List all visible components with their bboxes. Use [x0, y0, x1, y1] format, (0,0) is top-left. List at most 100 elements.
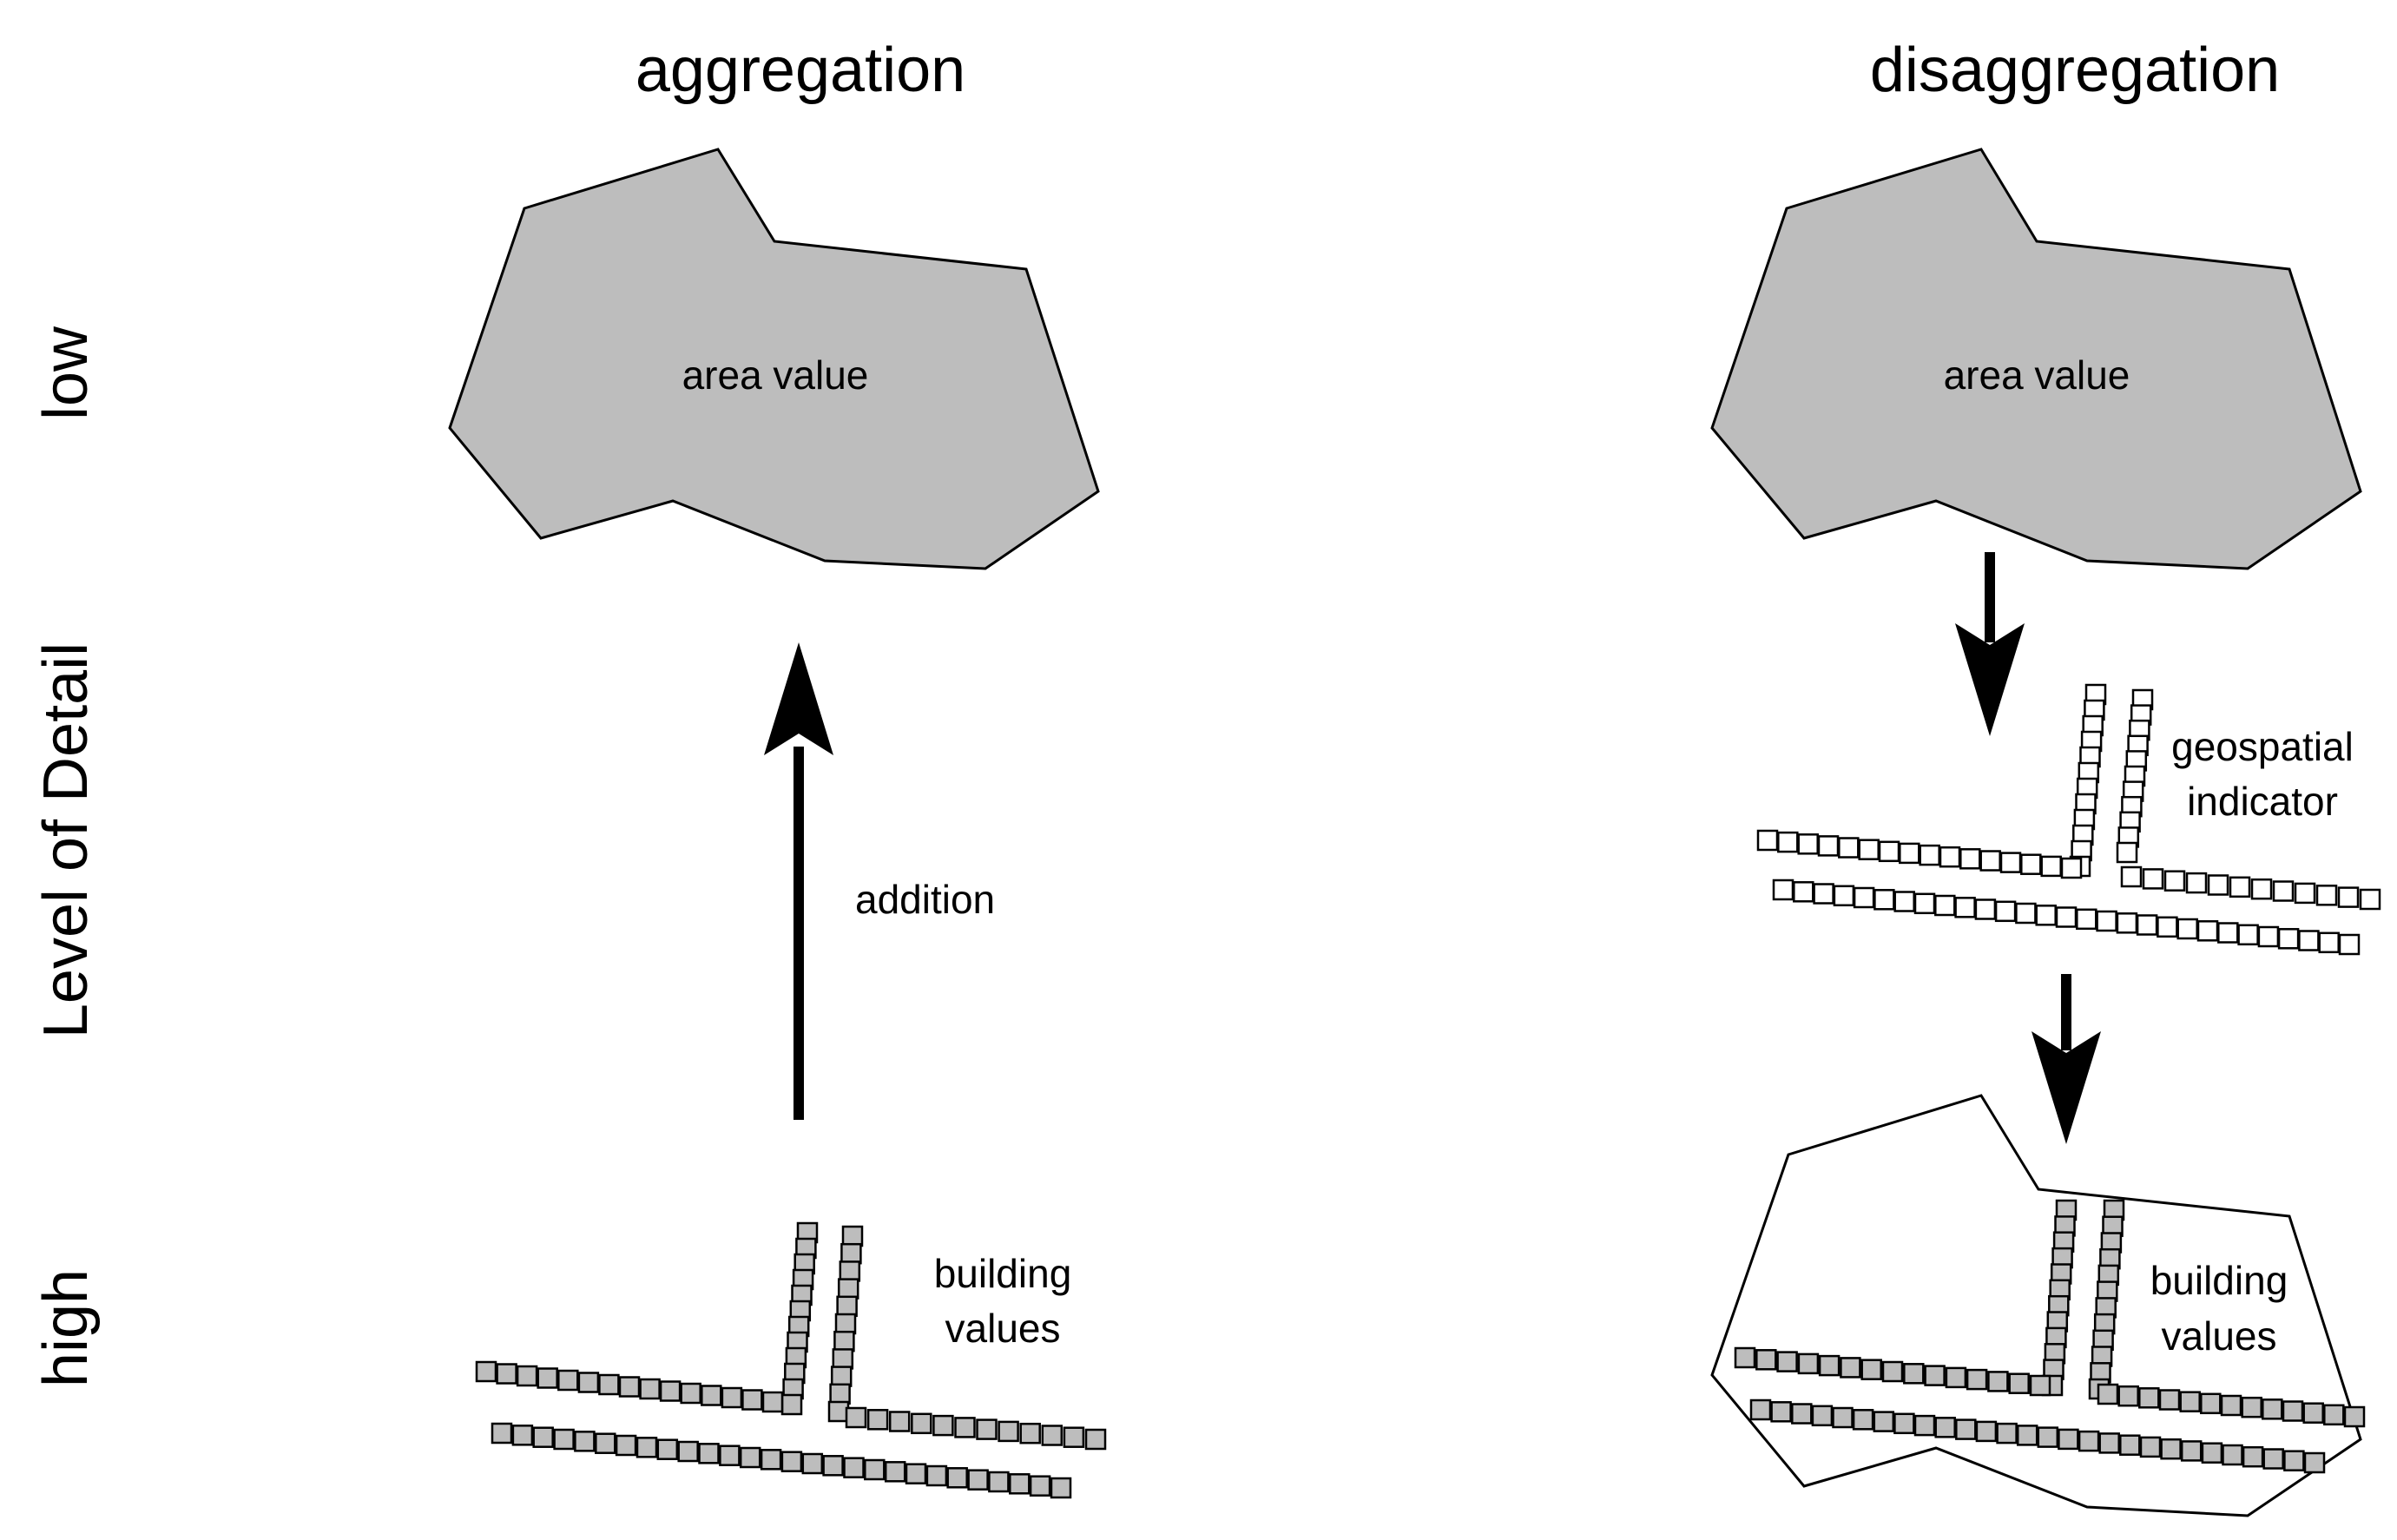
building-square	[840, 1242, 862, 1265]
building-square	[2359, 888, 2381, 911]
building-square	[2217, 922, 2239, 944]
building-square	[2298, 930, 2320, 951]
building-square	[1797, 833, 1819, 855]
building-square	[2257, 925, 2280, 948]
building-square	[2200, 1392, 2222, 1415]
building-square	[2136, 914, 2158, 936]
building-square	[2020, 853, 2042, 875]
geospatial-indicator-label-1: geospatial	[2171, 724, 2354, 769]
building-square	[801, 1452, 824, 1475]
building-square	[1050, 1477, 1072, 1499]
building-square	[1996, 1422, 2018, 1445]
building-square	[2029, 1374, 2051, 1397]
building-square	[884, 1461, 906, 1483]
building-square	[532, 1426, 554, 1448]
building-square	[639, 1378, 661, 1400]
building-square	[822, 1455, 844, 1477]
building-square	[1945, 1366, 1967, 1389]
building-square	[2196, 920, 2219, 942]
building-square	[719, 1445, 741, 1466]
building-square	[967, 1469, 989, 1491]
building-square	[721, 1386, 743, 1409]
area-value-label-right: area value	[1944, 352, 2130, 398]
building-square	[2283, 1450, 2305, 1471]
building-square	[1975, 1420, 1998, 1443]
building-square	[1924, 1365, 1946, 1386]
building-square	[1818, 1354, 1841, 1377]
building-square	[2179, 1391, 2201, 1412]
building-square	[1791, 1403, 1813, 1425]
building-square	[1955, 1418, 1977, 1440]
building-square	[2098, 1432, 2120, 1454]
building-square	[1934, 894, 1956, 917]
axis-title: Level of Detail	[31, 642, 101, 1038]
axis-high-label: high	[31, 1269, 101, 1387]
building-square	[1934, 1417, 1956, 1438]
building-square	[1858, 839, 1880, 860]
building-square	[780, 1451, 803, 1472]
building-square	[574, 1431, 596, 1452]
building-square	[1881, 1360, 1904, 1383]
building-square	[864, 1458, 886, 1481]
title-disaggregation: disaggregation	[1870, 36, 2280, 105]
building-square	[2138, 1387, 2160, 1409]
building-square	[2220, 1394, 2242, 1417]
building-square	[2343, 1405, 2366, 1428]
building-square	[1873, 889, 1895, 911]
building-square	[1878, 840, 1900, 863]
building-square	[516, 1365, 538, 1387]
building-square	[698, 1443, 720, 1464]
building-square	[998, 1420, 1019, 1443]
building-square	[2323, 1404, 2345, 1426]
building-square	[553, 1428, 575, 1451]
building-square	[1913, 892, 1936, 915]
building-square	[598, 1373, 620, 1396]
building-square	[2119, 1434, 2141, 1456]
building-square	[2185, 872, 2208, 894]
building-square	[1009, 1473, 1031, 1495]
building-square	[475, 1360, 497, 1383]
building-squares-right	[1734, 1199, 2366, 1474]
building-square	[2158, 1389, 2181, 1411]
building-square	[1029, 1475, 1051, 1497]
building-square	[839, 1260, 861, 1282]
building-square	[1811, 1405, 1834, 1427]
building-square	[2318, 931, 2340, 954]
building-square	[537, 1367, 558, 1389]
building-square	[1873, 1411, 1895, 1432]
addition-label: addition	[855, 877, 995, 922]
building-square	[841, 1225, 864, 1247]
building-square	[2078, 1430, 2100, 1452]
building-square	[511, 1425, 534, 1446]
building-square	[1776, 1351, 1798, 1372]
building-square	[2294, 882, 2316, 905]
building-square	[761, 1391, 784, 1413]
building-square	[988, 1471, 1010, 1493]
building-square	[2241, 1396, 2262, 1418]
building-square	[1838, 837, 1860, 859]
building-square	[1813, 883, 1834, 905]
building-square	[1084, 1428, 1107, 1451]
building-square	[1749, 1399, 1772, 1421]
building-square	[1919, 844, 1940, 866]
building-square	[2229, 876, 2251, 898]
building-square	[911, 1412, 932, 1435]
building-square	[1860, 1359, 1882, 1380]
building-square	[595, 1432, 616, 1454]
axis-low-label: low	[31, 326, 101, 420]
building-square	[1913, 1414, 1936, 1437]
building-square	[1734, 1346, 1756, 1369]
building-square	[2037, 1426, 2059, 1448]
building-square	[2096, 910, 2117, 932]
building-square	[830, 1366, 853, 1387]
building-square	[635, 1437, 658, 1458]
building-square	[780, 1393, 803, 1416]
building-square	[2277, 928, 2300, 950]
building-square	[2008, 1372, 2030, 1394]
building-square	[1041, 1425, 1064, 1446]
building-square	[888, 1411, 911, 1432]
building-square	[2282, 1400, 2304, 1422]
building-square	[1899, 842, 1920, 865]
building-square	[1019, 1422, 1041, 1445]
building-values-label-right-2: values	[2162, 1313, 2277, 1359]
